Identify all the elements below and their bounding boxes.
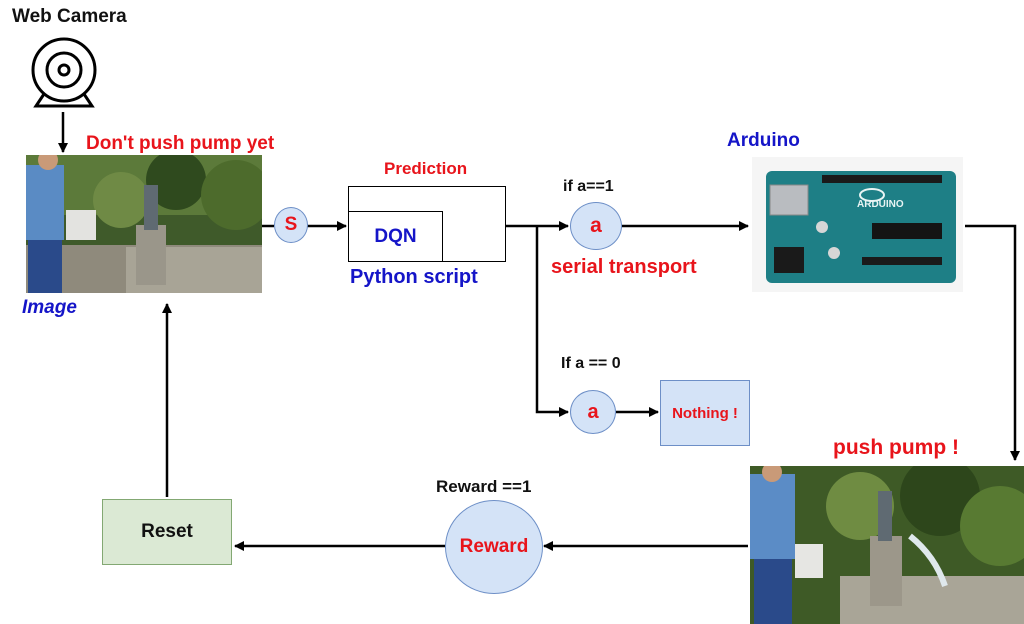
serial-transport-label: serial transport [551, 256, 697, 278]
prediction-label: Prediction [384, 159, 468, 178]
action-node-bottom: a [570, 390, 616, 434]
arrow-arduino-to-push [965, 224, 1020, 461]
arrow-branch-a0 [535, 226, 569, 417]
svg-text:ARDUINO: ARDUINO [857, 199, 904, 210]
arduino-board-image: ARDUINO [752, 157, 963, 292]
python-script-label: Python script [350, 266, 478, 288]
reward-condition-label: Reward ==1 [436, 477, 532, 496]
if-a0-label: If a == 0 [561, 355, 621, 372]
dont-push-label: Don't push pump yet [86, 133, 275, 154]
image-pump-active [750, 466, 1024, 624]
action-node-top: a [570, 202, 622, 250]
webcam-icon [31, 37, 97, 108]
web-camera-label: Web Camera [12, 6, 127, 27]
reset-box: Reset [102, 499, 232, 565]
arduino-label: Arduino [727, 130, 800, 151]
dqn-box: DQN [348, 211, 443, 262]
image-label: Image [22, 297, 77, 318]
nothing-box: Nothing ! [660, 380, 750, 446]
image-pump-idle [26, 155, 262, 293]
state-node: S [274, 207, 308, 243]
push-pump-label: push pump ! [833, 436, 959, 459]
if-a1-label: if a==1 [563, 178, 614, 195]
reward-node: Reward [445, 500, 543, 594]
